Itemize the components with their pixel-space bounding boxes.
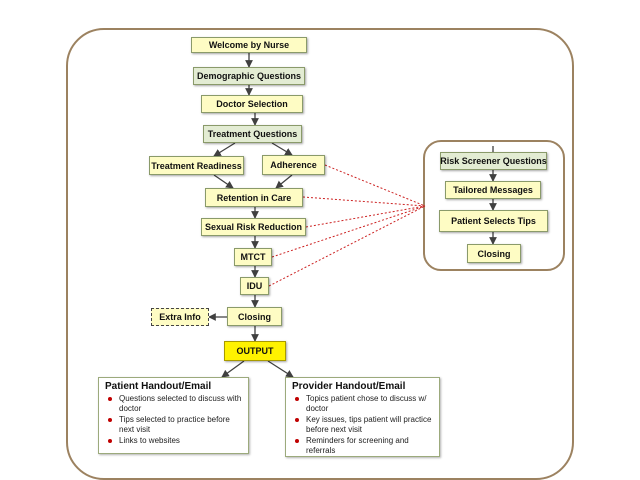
node-output: OUTPUT — [224, 341, 286, 361]
list-item: Links to websites — [108, 436, 242, 446]
provider-handout-list: Topics patient chose to discuss w/ docto… — [292, 394, 433, 456]
list-item: Questions selected to discuss with docto… — [108, 394, 242, 413]
node-doctor-selection: Doctor Selection — [201, 95, 303, 113]
dashed-link-sexual — [305, 205, 426, 228]
node-risk-screener-questions: Risk Screener Questions — [440, 152, 547, 170]
node-mtct: MTCT — [234, 248, 272, 266]
arrow-treatment-adherence — [271, 142, 293, 156]
node-tailored-messages: Tailored Messages — [445, 181, 541, 199]
node-welcome-by-nurse: Welcome by Nurse — [191, 37, 307, 53]
outer-frame — [66, 28, 574, 480]
arrow-output-provider — [267, 360, 294, 378]
list-item: Key issues, tips patient will practice b… — [295, 415, 432, 434]
list-item: Reminders for screening and referrals — [295, 436, 433, 456]
node-risk-closing: Closing — [467, 244, 521, 263]
provider-handout-box: Provider Handout/Email Topics patient ch… — [285, 377, 440, 457]
node-sexual-risk-reduction: Sexual Risk Reduction — [201, 218, 306, 236]
node-treatment-questions: Treatment Questions — [203, 125, 302, 143]
provider-handout-title: Provider Handout/Email — [292, 381, 406, 392]
arrow-treatment-readiness — [213, 142, 236, 157]
list-item: Topics patient chose to discuss w/ docto… — [295, 394, 433, 414]
arrow-readiness-retention — [213, 174, 234, 189]
list-item: Tips selected to practice before next vi… — [108, 415, 242, 435]
arrow-output-patient — [221, 360, 245, 378]
node-demographic-questions: Demographic Questions — [193, 67, 305, 85]
patient-handout-list: Questions selected to discuss with docto… — [105, 394, 242, 446]
node-idu: IDU — [240, 277, 269, 295]
node-adherence: Adherence — [262, 155, 325, 175]
node-patient-selects-tips: Patient Selects Tips — [439, 210, 548, 232]
node-retention-in-care: Retention in Care — [205, 188, 303, 207]
node-extra-info: Extra Info — [151, 308, 209, 326]
arrow-adherence-retention — [275, 174, 293, 189]
dashed-link-idu — [268, 205, 426, 287]
node-closing: Closing — [227, 307, 282, 326]
dashed-link-retention — [302, 196, 426, 207]
node-treatment-readiness: Treatment Readiness — [149, 156, 244, 175]
patient-handout-title: Patient Handout/Email — [105, 381, 212, 392]
dashed-link-mtct — [271, 205, 426, 258]
patient-handout-box: Patient Handout/Email Questions selected… — [98, 377, 249, 454]
